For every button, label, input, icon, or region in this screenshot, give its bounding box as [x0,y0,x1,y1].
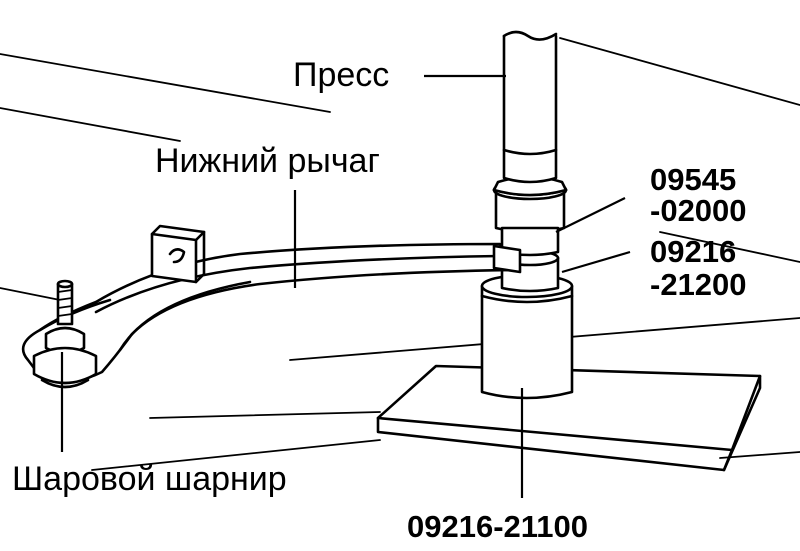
label-ball-joint: Шаровой шарнир [12,460,287,498]
ball-joint [32,279,98,389]
label-tool-middle-2: -21200 [650,267,747,302]
label-tool-upper-1: 09545 [650,162,736,197]
label-tool-upper-2: -02000 [650,193,747,228]
leader-lines [60,74,631,498]
leader-tool-middle [561,250,631,274]
press-ram [502,30,558,184]
lower-control-arm [21,224,522,383]
base-cylinder-tool [480,273,574,400]
label-tool-base: 09216-21100 [407,509,588,544]
press-base-plate [376,364,762,472]
label-press: Пресс [293,56,389,94]
upper-adapter-tool [492,175,568,257]
label-tool-middle-1: 09216 [650,234,736,269]
leader-tool-upper [555,197,626,233]
label-lower-arm: Нижний рычаг [155,142,380,180]
